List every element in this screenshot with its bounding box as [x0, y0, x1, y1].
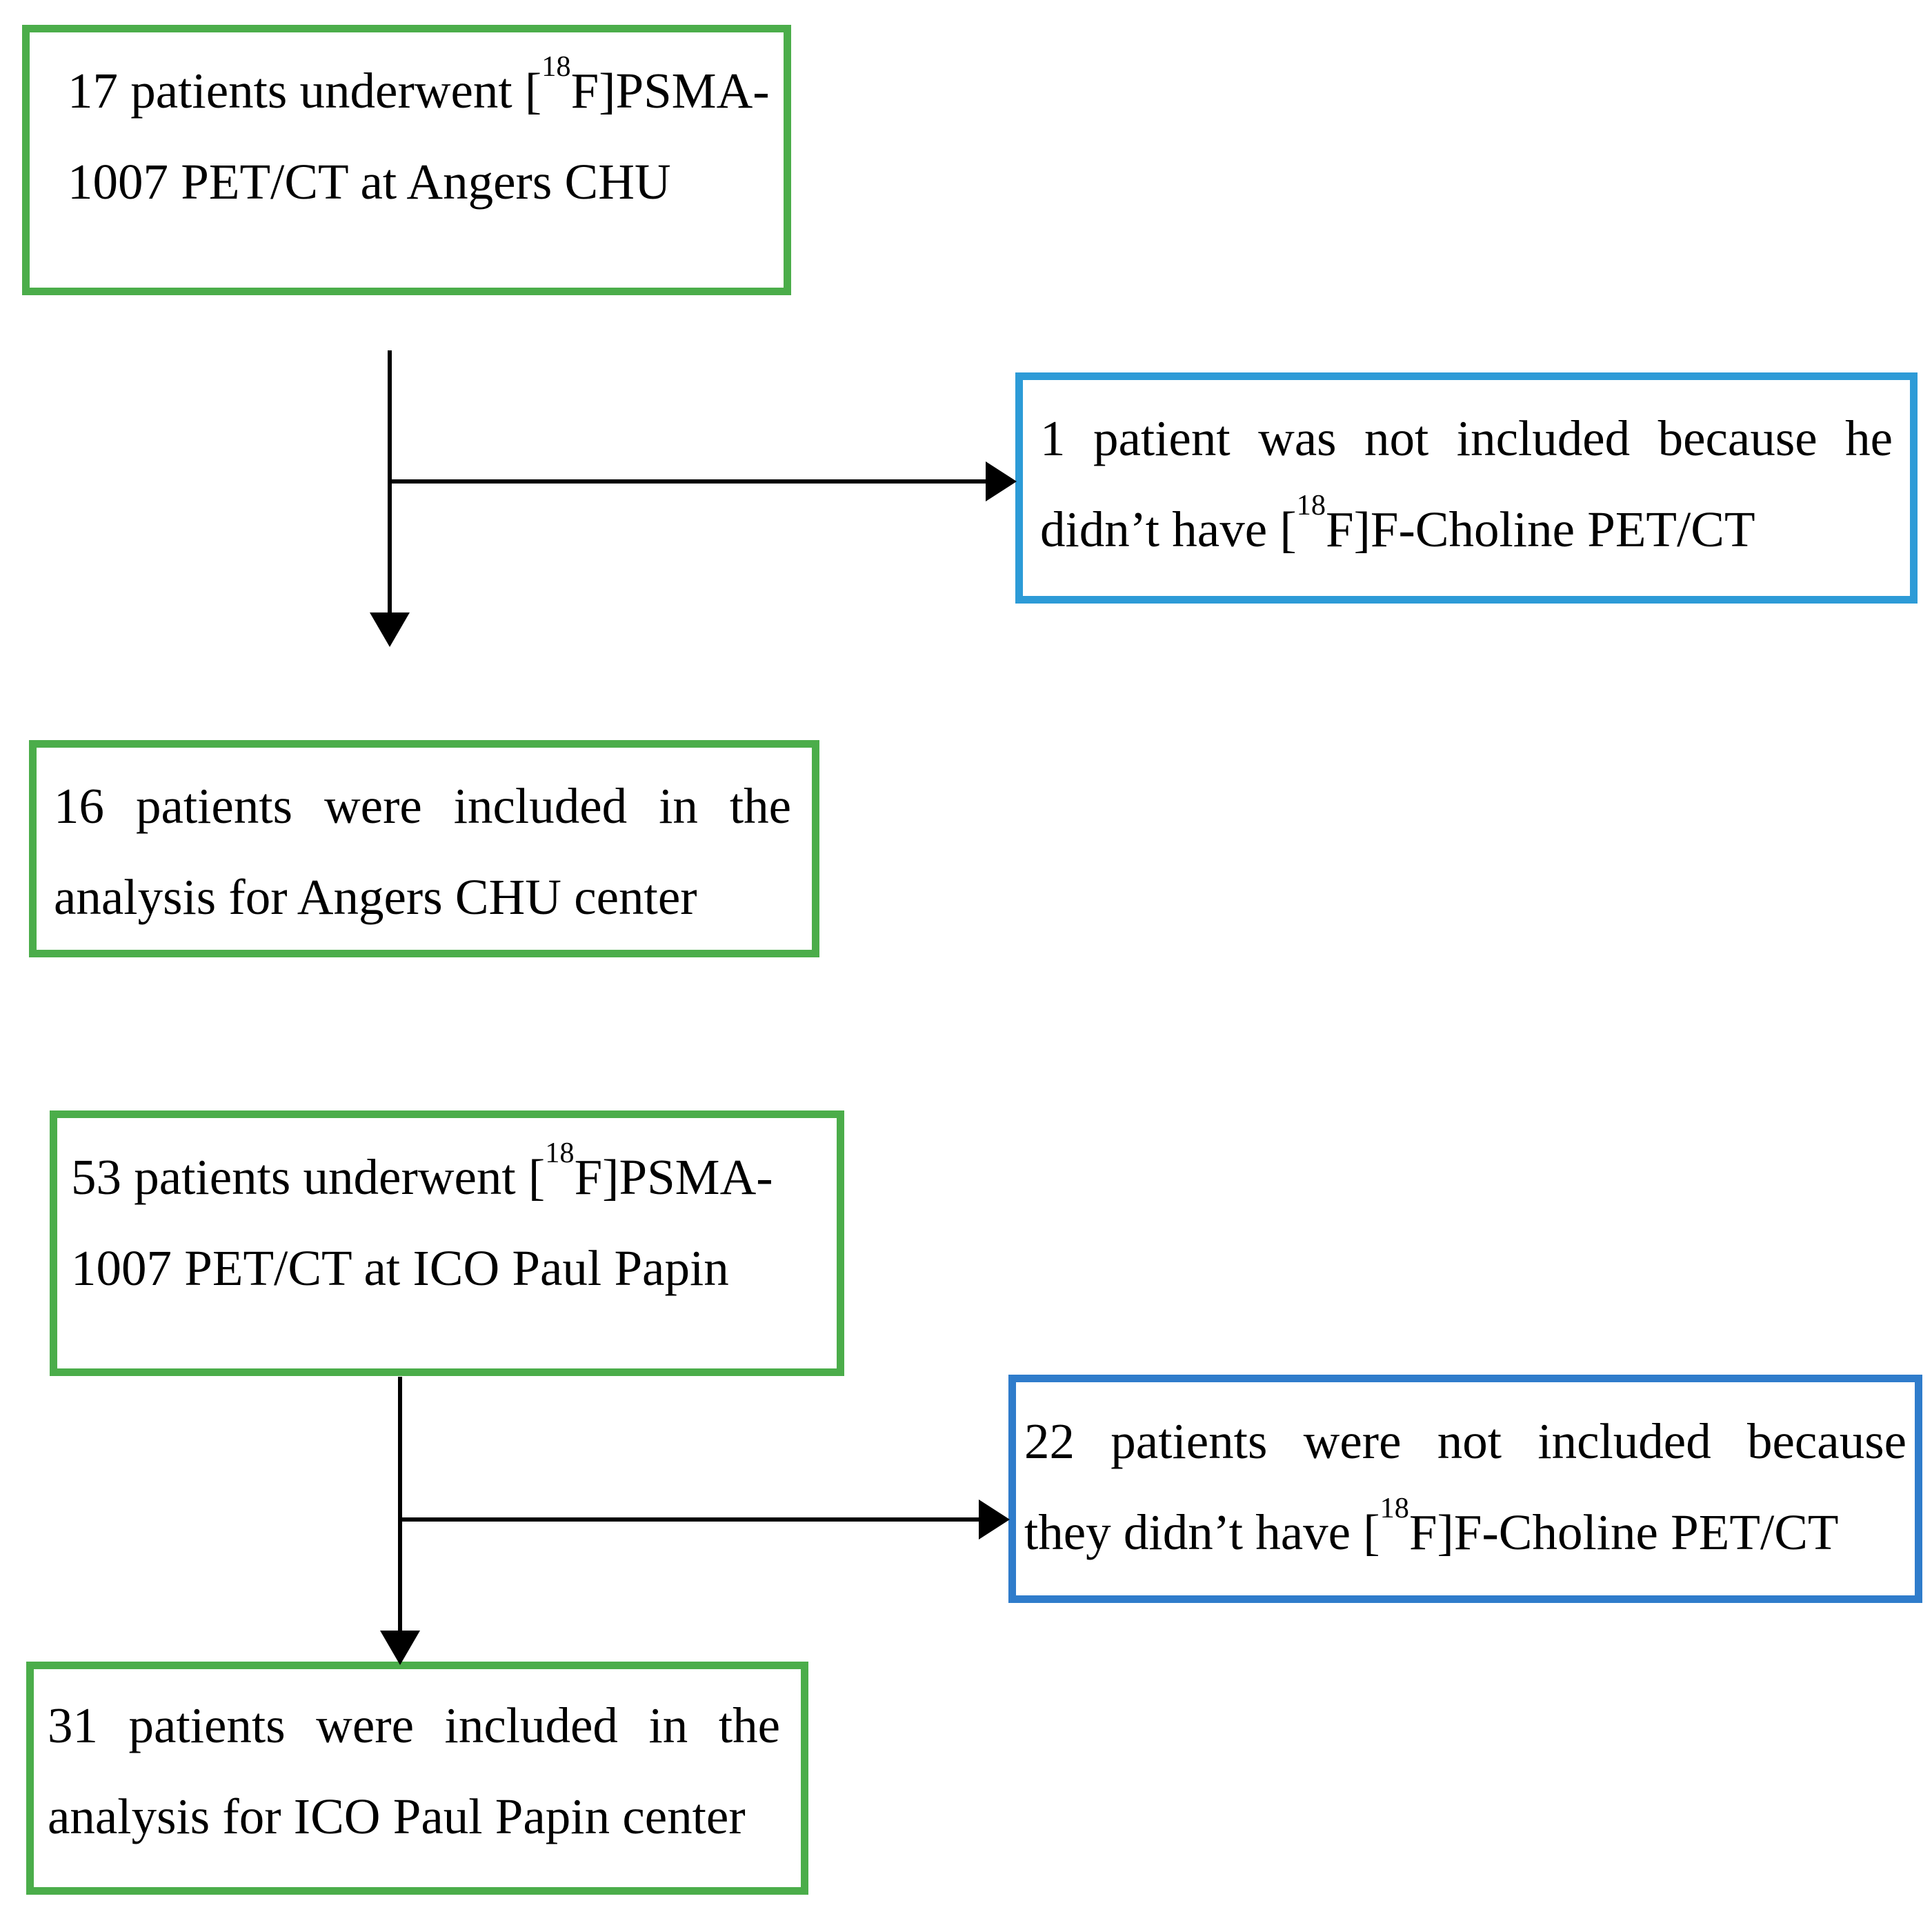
angers-exclusion-arrow-line: [390, 479, 986, 484]
ico-cohort-box: 53 patients underwent [18F]PSMA- 1007 PE…: [50, 1110, 844, 1376]
angers-included-box: 16 patients were included in the analysi…: [29, 740, 819, 957]
ico-exclusion-arrow-line: [400, 1517, 979, 1522]
angers-exclusion-line-2: didn’t have [18F]F-Choline PET/CT: [1040, 488, 1755, 557]
ico-down-arrow-line: [398, 1377, 402, 1631]
angers-cohort-box: 17 patients underwent [18F]PSMA- 1007 PE…: [22, 25, 791, 295]
ico-exclusion-line-2: they didn’t have [18F]F-Choline PET/CT: [1024, 1491, 1839, 1560]
ico-included-box: 31 patients were included in the analysi…: [26, 1662, 808, 1895]
ico-exclusion-line-1: 22 patients were not included because: [1024, 1413, 1906, 1469]
angers-down-arrowhead-icon: [370, 612, 410, 647]
ico-down-arrowhead-icon: [380, 1631, 420, 1665]
angers-cohort-line-2: 1007 PET/CT at Angers CHU: [68, 154, 671, 210]
angers-cohort-line-1: 17 patients underwent [18F]PSMA-: [68, 50, 770, 119]
angers-included-line-1: 16 patients were included in the: [54, 778, 791, 834]
angers-included-line-2: analysis for Angers CHU center: [54, 869, 697, 925]
angers-exclusion-line-1: 1 patient was not included because he: [1040, 410, 1893, 466]
ico-exclusion-arrowhead-icon: [979, 1499, 1010, 1540]
ico-cohort-line-1: 53 patients underwent [18F]PSMA-: [71, 1136, 773, 1205]
angers-exclusion-arrowhead-icon: [986, 461, 1017, 501]
ico-included-line-1: 31 patients were included in the: [48, 1697, 780, 1753]
ico-cohort-line-2: 1007 PET/CT at ICO Paul Papin: [71, 1240, 729, 1296]
ico-exclusion-box: 22 patients were not included because th…: [1008, 1375, 1922, 1603]
ico-included-line-2: analysis for ICO Paul Papin center: [48, 1789, 746, 1844]
angers-exclusion-box: 1 patient was not included because he di…: [1015, 372, 1918, 604]
